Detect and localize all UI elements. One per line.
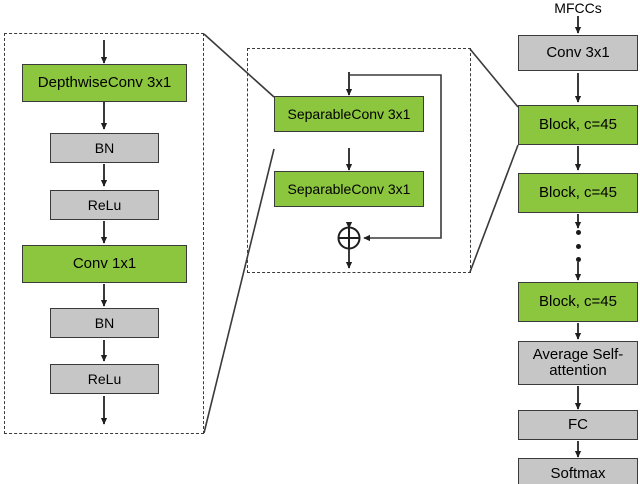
node-block-n: Block, c=45 xyxy=(518,282,638,322)
input-label-mfccs: MFCCs xyxy=(554,0,602,16)
node-fc: FC xyxy=(518,410,638,440)
node-depthwiseconv: DepthwiseConv 3x1 xyxy=(22,64,187,102)
node-bn-1: BN xyxy=(50,133,159,163)
node-softmax: Softmax xyxy=(518,458,638,484)
node-relu-2: ReLu xyxy=(50,364,159,394)
ellipsis-vertical xyxy=(575,230,581,262)
middle-dashed-group xyxy=(247,48,471,273)
node-bn-2: BN xyxy=(50,308,159,338)
node-block-1: Block, c=45 xyxy=(518,105,638,145)
node-separableconv-2: SeparableConv 3x1 xyxy=(274,171,424,207)
node-average-self-attention: Average Self- attention xyxy=(518,341,638,385)
node-separableconv-1: SeparableConv 3x1 xyxy=(274,96,424,132)
node-block-2: Block, c=45 xyxy=(518,173,638,213)
node-conv-3x1: Conv 3x1 xyxy=(518,35,638,71)
node-relu-1: ReLu xyxy=(50,190,159,220)
node-conv-1x1: Conv 1x1 xyxy=(22,245,187,283)
